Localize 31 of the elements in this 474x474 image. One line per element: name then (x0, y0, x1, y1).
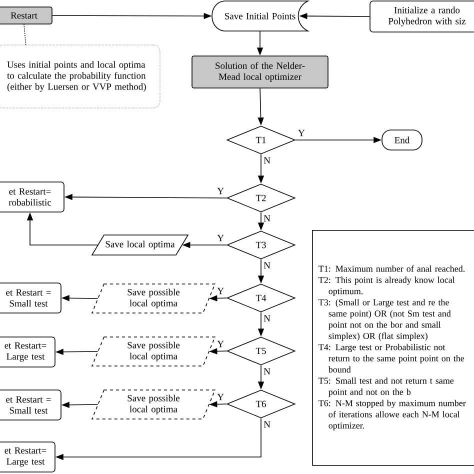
definitions-panel: T1: Maximum number of anal reached. T2: This point is already know local optimum. T3: (Small or Large test and re the same point) OR (not Sm test and point not on the bor and small simplex) OR (flat simplex) T4: Large test or Probabilistic not return to the same point point on the bound T5: Small test and not return t same point and not on the b T6: N-M stopped by maximum number of iterations allowe each N-M local optimizer. (312, 230, 474, 466)
edge-label: Y (217, 234, 224, 242)
label: T3: (Small or Large test and re the same point) OR (not Sm test and point not on the bor and small simplex) OR (flat simplex) (318, 299, 451, 341)
process-box: Solution of the Nelder-Mead local optimizer (192, 56, 328, 88)
label: T5: Small test and not return t same point and not on the b (318, 377, 454, 397)
label: T1: Maximum number of anal reached. (318, 265, 465, 272)
process-box: Initialize a rando Polyhedron with siz (370, 0, 474, 32)
edge-label: N (264, 368, 270, 374)
leader-line (24, 24, 26, 46)
note-bubble: Uses initial points and local optima to calculate the probability function (either by Luersen or VVP method) (0, 44, 160, 108)
edge-label: N (264, 421, 270, 428)
edge-label: Y (217, 288, 224, 294)
edge-label: Y (298, 130, 305, 136)
process-box: et Restart= Large test (0, 336, 56, 368)
edge-label: Y (217, 188, 224, 194)
edge-label: Y (217, 340, 224, 348)
edge-label: N (264, 315, 270, 322)
edge-label: N (264, 215, 270, 222)
label: T4: Large test or Probabilistic not return to the same point point on the bound (318, 344, 464, 373)
process-box: et Restart= Large test (0, 442, 56, 472)
process-box: et Restart = Small test (0, 282, 62, 314)
process-box: Restart (0, 6, 52, 24)
terminal-box: End (382, 130, 422, 150)
process-box: et Restart= robabilistic (0, 182, 64, 212)
edge-label: Y (217, 394, 224, 400)
edge-label: N (264, 262, 270, 268)
process-box: et Restart = Small test (0, 390, 62, 420)
label: T6: N-M stopped by maximum number of iterations allowe each N-M local optimizer. (318, 400, 466, 430)
label: T2: This point is already know local optimum. (318, 276, 455, 296)
data-storage-shape: Save Initial Points (212, 0, 308, 32)
edge-label: N (264, 157, 270, 164)
